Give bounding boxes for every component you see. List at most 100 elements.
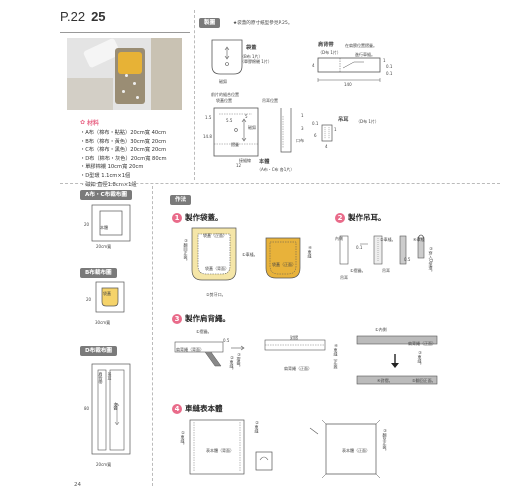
body-s4: 1 bbox=[301, 113, 304, 118]
body-sub: （A布・C布 各1片） bbox=[257, 167, 295, 172]
body-label: 本體 bbox=[259, 159, 270, 165]
body-top-label: 前片的縫合位置 bbox=[211, 92, 239, 97]
step-1-text: 製作袋蓋。 bbox=[185, 213, 223, 222]
flap-diagram bbox=[211, 39, 243, 75]
s3-k: ④對摺。 bbox=[377, 378, 393, 383]
s3-h: ④車縫（正面） bbox=[333, 343, 339, 372]
drafting-note: ★袋蓋的原寸紙型參見P.25。 bbox=[233, 21, 293, 26]
s4-e: ③翻至正面。 bbox=[382, 428, 388, 453]
step-3-number: 3 bbox=[172, 313, 182, 324]
material-item: ・磁釦 直徑1.8cm×1組 bbox=[80, 181, 137, 188]
body-note-r: 口布 bbox=[296, 138, 304, 143]
method-tag: 作法 bbox=[170, 195, 192, 205]
cut-ac-width: 20cm寬 bbox=[96, 244, 112, 249]
body-h: 14.8 bbox=[203, 134, 212, 139]
cut-d-piece: 吊耳 bbox=[107, 372, 113, 380]
step-2-title: 2 製作吊耳。 bbox=[335, 212, 386, 223]
material-item: ・單膠棉襯 10cm寬 20cm bbox=[80, 164, 144, 171]
strap-d3: 0.1 bbox=[386, 71, 393, 76]
s3-j: ③車縫。 bbox=[417, 350, 423, 367]
s3-c: 0.5 bbox=[223, 338, 230, 343]
flap-magnet: 磁釦 bbox=[219, 79, 227, 84]
drafting-tag: 製圖 bbox=[199, 18, 221, 28]
body-note-l: 摺疊 bbox=[231, 142, 239, 147]
materials-icon: ✿ bbox=[80, 119, 86, 126]
step-2-number: 2 bbox=[335, 212, 345, 223]
strap-diagram bbox=[317, 57, 381, 82]
s3-i: ①內側 bbox=[375, 327, 387, 332]
strap-label: 肩背帶 bbox=[318, 42, 334, 48]
body-side-diagram bbox=[280, 108, 292, 153]
tab-d4: 1 bbox=[334, 127, 337, 132]
s4-b: 表本體（背面） bbox=[206, 448, 234, 453]
s1-a: 袋蓋（正面） bbox=[203, 233, 227, 238]
cut-b-height: 20 bbox=[86, 297, 92, 302]
strap-sub: （D布 1片） bbox=[318, 50, 341, 55]
s2-c: 吊耳 bbox=[340, 275, 348, 280]
step-1-number: 1 bbox=[172, 212, 182, 223]
materials-list: ・A布（棉布・點點）20cm寬 40cm ・B布（棉布・黃色）30cm寬 20cm… bbox=[80, 129, 195, 189]
step1-flap-done bbox=[265, 237, 301, 279]
s3-m: ⑤翻回正面。 bbox=[412, 378, 436, 383]
page-label: P.22 bbox=[60, 9, 86, 24]
strap-note1: 在肩膀位置摺疊。 bbox=[345, 43, 377, 48]
material-item: ・B布（棉布・黃色）30cm寬 20cm bbox=[80, 138, 167, 145]
s2-a: 內側 bbox=[335, 236, 343, 241]
s1-b: 袋蓋（背面） bbox=[205, 266, 229, 271]
body-note-m: 磁釦 bbox=[248, 125, 256, 130]
body-note-b: 吊耳位置 bbox=[262, 98, 278, 103]
step-3-text: 製作肩背繩。 bbox=[185, 314, 230, 323]
cut-b-width: 30cm寬 bbox=[95, 320, 111, 325]
material-item: ・A布（棉布・點點）20cm寬 40cm bbox=[80, 130, 167, 136]
s1-e: ③翻回正面。 bbox=[183, 238, 189, 263]
step-1-title: 1 製作袋蓋。 bbox=[172, 212, 223, 223]
step-4-number: 4 bbox=[172, 403, 182, 414]
s1-d: ②剪牙口。 bbox=[206, 292, 226, 297]
s1-g: ④車縫 bbox=[307, 245, 313, 258]
product-photo bbox=[67, 38, 182, 110]
strap-length: 140 bbox=[344, 82, 352, 87]
flap-label: 袋蓋 bbox=[246, 45, 257, 51]
s2-h: 0.1 bbox=[356, 245, 363, 250]
body-w: 12 bbox=[236, 163, 242, 168]
cut-b-diagram bbox=[95, 281, 125, 313]
strap-d2: 0.1 bbox=[386, 64, 393, 69]
s1-c: ①車縫。 bbox=[242, 252, 258, 257]
material-item: ・C布（棉布・黑色）20cm寬 20cm bbox=[80, 147, 167, 154]
step1-flap-open bbox=[191, 227, 237, 281]
s4-a: ①車縫。 bbox=[180, 430, 186, 447]
s3-d: ②車縫。 bbox=[229, 355, 235, 372]
cut-ac-diagram bbox=[91, 204, 131, 242]
s3-e: ③摺疊。 bbox=[236, 352, 242, 369]
s2-b: ①摺疊。 bbox=[350, 268, 366, 273]
cut-ac-tag: A布・C布裁布圖 bbox=[80, 190, 132, 200]
s3-g: 對摺 bbox=[290, 335, 298, 340]
body-top2: 袋蓋位置 bbox=[216, 98, 232, 103]
tab-d3: 6 bbox=[314, 133, 317, 138]
body-s1: 1.5 bbox=[205, 115, 212, 120]
body-s2: 5.5 bbox=[226, 118, 233, 123]
cut-d-height: 80 bbox=[84, 406, 90, 411]
step-3-title: 3 製作肩背繩。 bbox=[172, 313, 230, 324]
step-4-text: 車縫表本體 bbox=[185, 404, 223, 413]
step-2-text: 製作吊耳。 bbox=[348, 213, 386, 222]
s3-f: 肩背繩（正面） bbox=[284, 366, 312, 371]
s2-f: ③穿入D型環。 bbox=[428, 246, 434, 275]
cut-d-width: 20cm寬 bbox=[96, 462, 112, 467]
tab-diagram bbox=[321, 124, 333, 142]
step4-body-drawings bbox=[189, 419, 381, 479]
step3-strap-drawings bbox=[174, 335, 438, 385]
materials-title: 材料 bbox=[87, 120, 100, 127]
strap-note2: 進行車縫。 bbox=[355, 52, 375, 57]
body-diagram bbox=[213, 107, 259, 157]
cut-b-tag: B布裁布圖 bbox=[80, 268, 117, 278]
cut-d-piece: 本體 bbox=[113, 402, 119, 410]
material-item: ・D布（棉布・灰色）20cm寬 80cm bbox=[80, 155, 167, 162]
tab-label: 吊耳 bbox=[338, 117, 349, 123]
strap-d1: 1 bbox=[383, 58, 386, 63]
s2-g: ④車縫 bbox=[413, 237, 425, 242]
cut-b-piece: 袋蓋 bbox=[103, 291, 111, 296]
s4-c: ②車縫 bbox=[254, 420, 260, 433]
step2-tab-drawings bbox=[339, 234, 425, 265]
s2-i: 0.5 bbox=[404, 257, 411, 262]
